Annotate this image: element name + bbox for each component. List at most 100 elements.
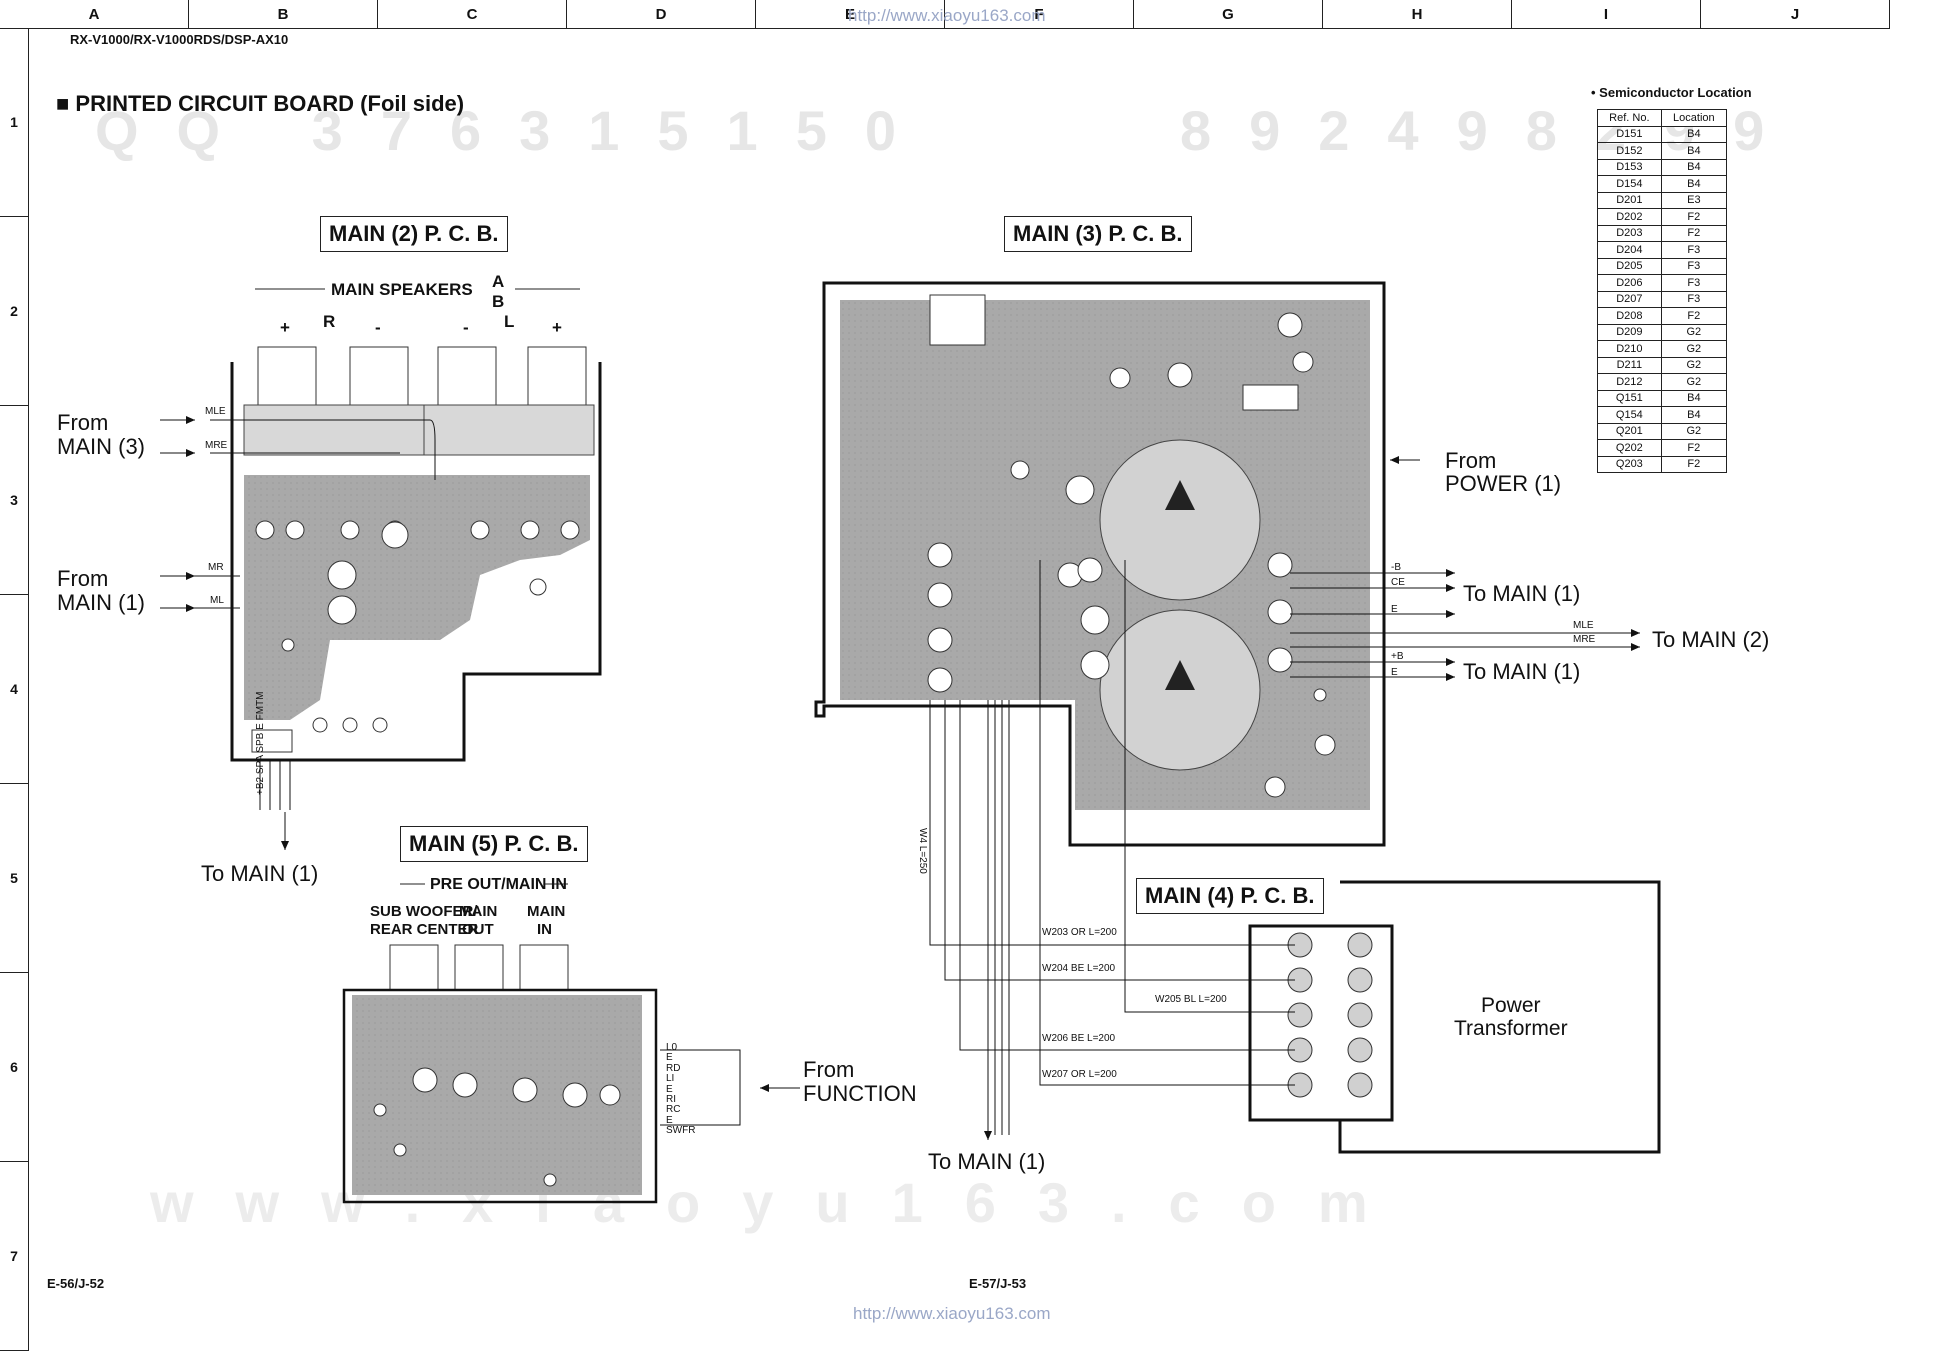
semi-col-ref: Ref. No. xyxy=(1597,109,1662,127)
main5-pin-label: E xyxy=(666,1083,673,1095)
semi-ref-cell: Q202 xyxy=(1597,439,1662,457)
to-main1-bottom: To MAIN (1) xyxy=(928,1149,1046,1174)
main5-pin-label: L0 xyxy=(666,1042,678,1053)
from-main3-line2: MAIN (3) xyxy=(57,434,145,459)
sig-mre-out: MRE xyxy=(1573,634,1596,645)
jack-main-in-line2: IN xyxy=(537,921,552,938)
main2-board xyxy=(160,288,602,850)
top-url[interactable]: http://www.xiaoyu163.com xyxy=(848,6,1046,25)
column-header-b: B xyxy=(189,0,378,29)
semi-ref-cell: D153 xyxy=(1597,158,1662,176)
footer-left-page: E-56/J-52 xyxy=(47,1276,105,1291)
main4-title: MAIN (4) P. C. B. xyxy=(1136,878,1324,914)
semi-ref-cell: D203 xyxy=(1597,224,1662,242)
main5-pin-label: RI xyxy=(666,1094,676,1106)
sig-mle: MLE xyxy=(205,406,226,417)
semi-ref-cell: D210 xyxy=(1597,340,1662,358)
main5-pin-label: E xyxy=(666,1114,673,1126)
row-header-4: 4 xyxy=(0,595,29,784)
semi-ref-cell: D211 xyxy=(1597,356,1662,374)
wire-w206: W206 BE L=200 xyxy=(1042,1033,1116,1044)
bottom-url[interactable]: http://www.xiaoyu163.com xyxy=(853,1304,1051,1323)
semi-location-cell: G2 xyxy=(1660,323,1728,341)
sig-plus-b: +B xyxy=(1391,651,1404,662)
semi-ref-cell: Q151 xyxy=(1597,389,1662,407)
speaker-plus-1: + xyxy=(280,318,290,337)
semiconductor-title: • Semiconductor Location xyxy=(1591,85,1752,100)
main5-pin-label: E xyxy=(666,1052,673,1064)
main5-title: MAIN (5) P. C. B. xyxy=(400,826,588,862)
semi-ref-cell: D152 xyxy=(1597,142,1662,160)
main5-pin-label: RD xyxy=(666,1062,681,1074)
column-header-c: C xyxy=(378,0,567,29)
main2-bottom-pins: +B2 SPA SPB E FMTM xyxy=(255,691,266,795)
from-power-line2: POWER (1) xyxy=(1445,471,1562,496)
semi-ref-cell: D209 xyxy=(1597,323,1662,341)
speaker-l-label: L xyxy=(504,312,515,331)
row-header-6: 6 xyxy=(0,973,29,1162)
semi-location-cell: G2 xyxy=(1660,356,1728,374)
semi-location-cell: F2 xyxy=(1660,307,1728,325)
semi-ref-cell: D204 xyxy=(1597,241,1662,259)
semi-ref-cell: D201 xyxy=(1597,191,1662,209)
row-header-5: 5 xyxy=(0,784,29,973)
column-header-a: A xyxy=(0,0,189,29)
column-header-e: E xyxy=(756,0,945,29)
semi-ref-cell: Q154 xyxy=(1597,406,1662,424)
page-title: ■ PRINTED CIRCUIT BOARD (Foil side) xyxy=(56,91,465,116)
to-main1-mid: To MAIN (1) xyxy=(1463,659,1581,684)
to-main2: To MAIN (2) xyxy=(1652,627,1770,652)
footer-right-page: E-57/J-53 xyxy=(969,1276,1027,1291)
semi-ref-cell: D208 xyxy=(1597,307,1662,325)
wire-w204: W204 BE L=200 xyxy=(1042,963,1116,974)
speaker-minus-2: - xyxy=(463,318,469,337)
column-header-d: D xyxy=(567,0,756,29)
speaker-plus-2: + xyxy=(552,318,562,337)
row-header-2: 2 xyxy=(0,217,29,406)
row-header-1: 1 xyxy=(0,28,29,217)
jack-subwoofer-line1: SUB WOOFER/ xyxy=(370,903,478,920)
semi-ref-cell: D202 xyxy=(1597,208,1662,226)
sig-mle-out: MLE xyxy=(1573,620,1594,631)
semi-ref-cell: D154 xyxy=(1597,175,1662,193)
to-main1-top: To MAIN (1) xyxy=(1463,581,1581,606)
semi-location-cell: B4 xyxy=(1660,406,1728,424)
semi-ref-cell: D206 xyxy=(1597,274,1662,292)
semi-location-cell: F3 xyxy=(1660,290,1728,308)
semi-location-cell: B4 xyxy=(1660,175,1728,193)
semi-location-cell: G2 xyxy=(1660,422,1728,440)
semi-location-cell: F3 xyxy=(1660,274,1728,292)
column-header-g: G xyxy=(1134,0,1323,29)
main4-board xyxy=(929,560,1661,1154)
speaker-minus-1: - xyxy=(375,318,381,337)
main3-title: MAIN (3) P. C. B. xyxy=(1004,216,1192,252)
sig-mr: MR xyxy=(208,562,224,573)
semi-location-cell: G2 xyxy=(1660,373,1728,391)
semi-location-cell: F2 xyxy=(1660,439,1728,457)
transformer-line1: Power xyxy=(1481,994,1541,1017)
column-header-i: I xyxy=(1512,0,1701,29)
semi-location-cell: F2 xyxy=(1660,208,1728,226)
from-main1-line2: MAIN (1) xyxy=(57,590,145,615)
from-function-line2: FUNCTION xyxy=(803,1081,917,1106)
from-power-line1: From xyxy=(1445,448,1497,473)
